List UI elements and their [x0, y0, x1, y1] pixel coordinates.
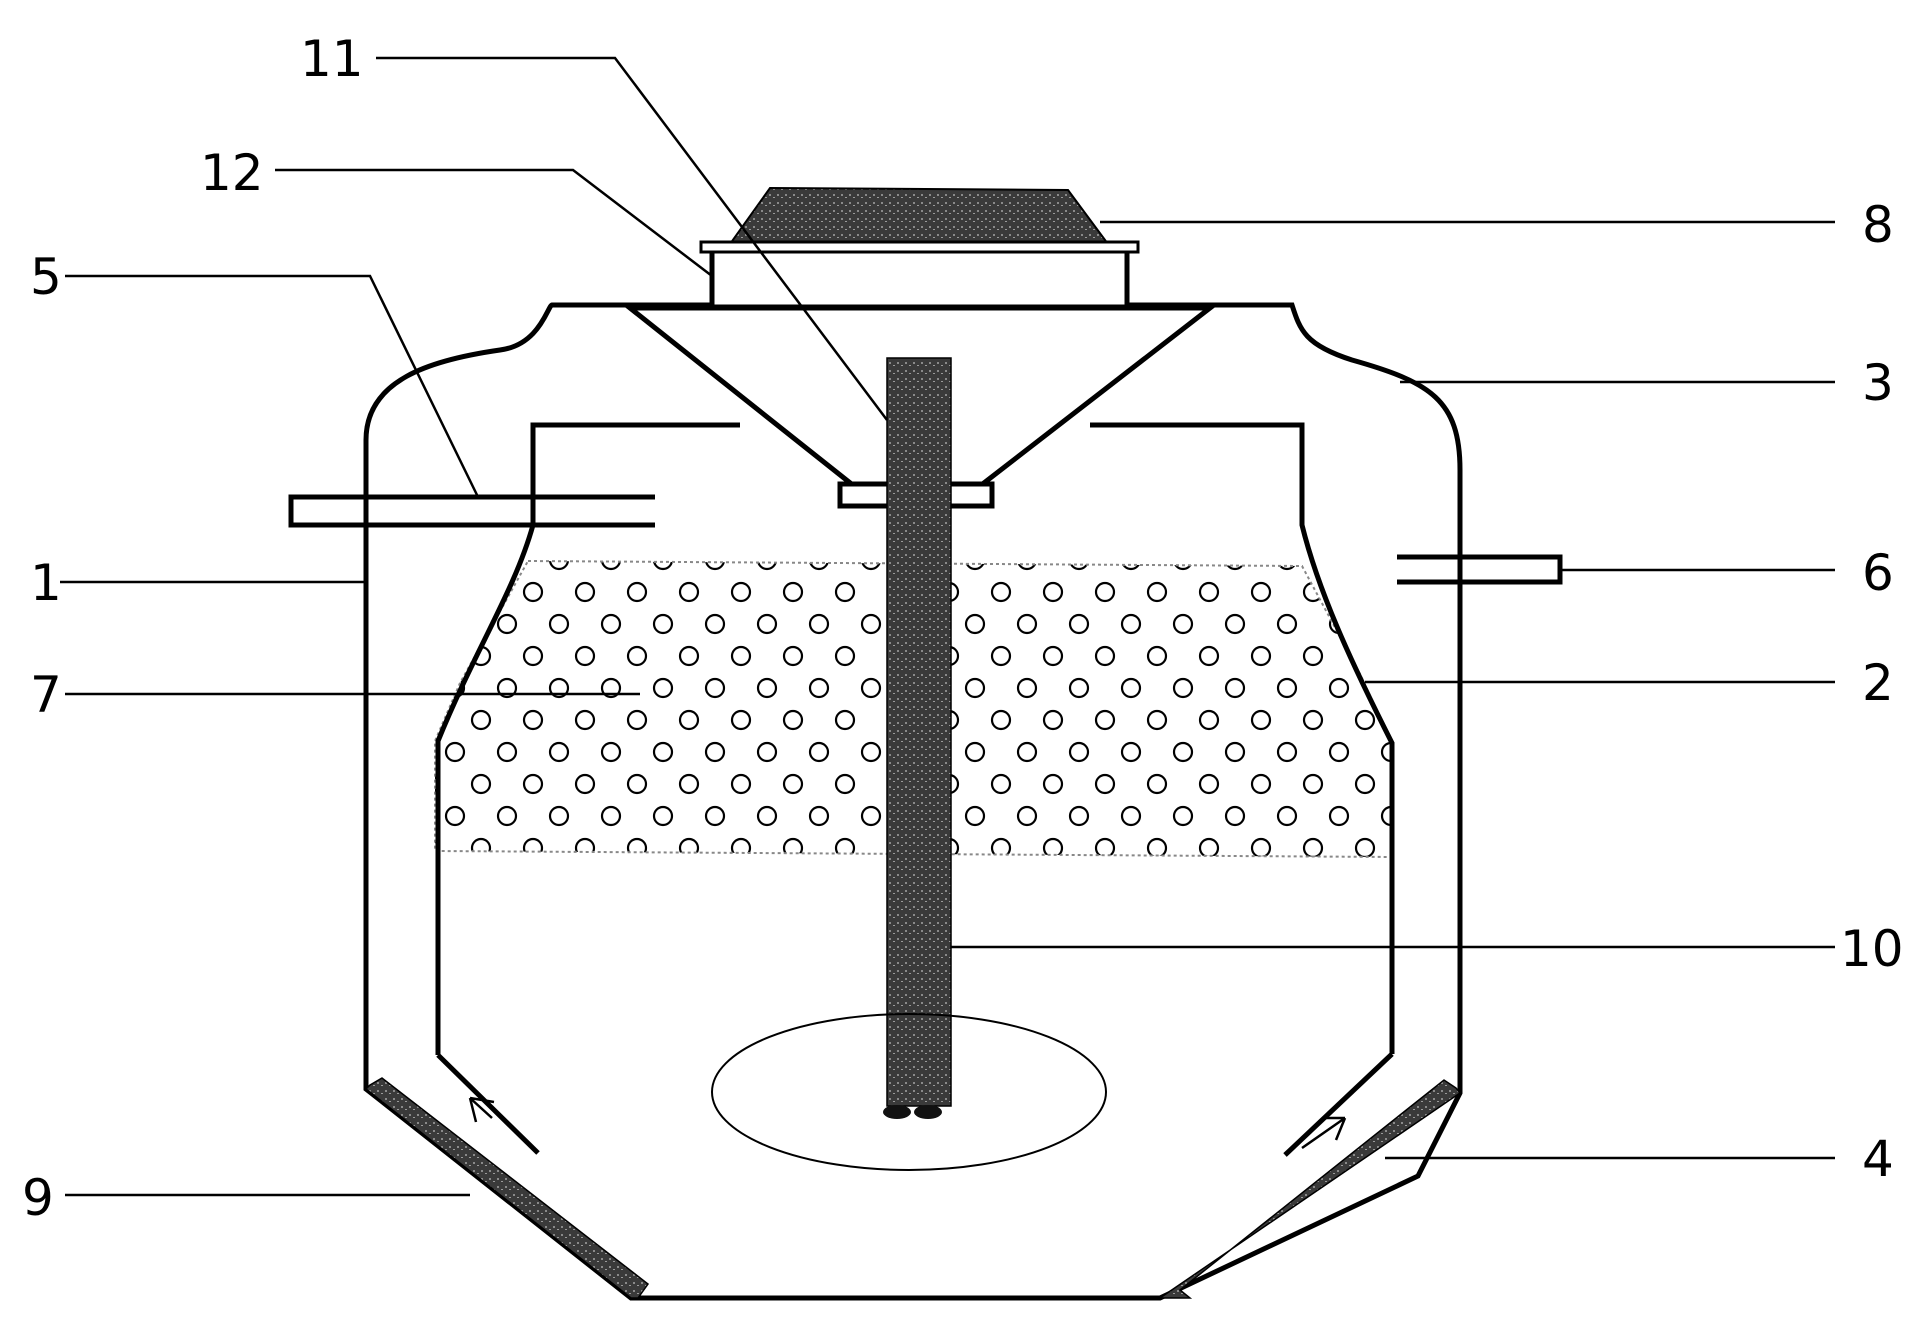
label-12: 12 [200, 144, 264, 202]
leader-11 [376, 56, 888, 421]
outer-shell [363, 302, 1463, 1301]
leader-5 [65, 274, 480, 498]
label-3: 3 [1862, 354, 1894, 412]
heating-jacket-left [364, 1077, 650, 1299]
label-8: 8 [1862, 196, 1894, 254]
label-10: 10 [1840, 920, 1904, 978]
label-5: 5 [30, 248, 62, 306]
cover-box [709, 248, 1130, 310]
outlet-pipe [1397, 554, 1563, 585]
label-4: 4 [1862, 1130, 1894, 1188]
label-6: 6 [1862, 544, 1894, 602]
inner-guide-right [1283, 1052, 1394, 1157]
heating-jacket-right [1157, 1079, 1462, 1299]
cover-cap-rim [699, 240, 1140, 254]
impeller-disc [711, 1013, 1107, 1171]
flow-arrow-right [1301, 1116, 1347, 1150]
impeller-blade-left [883, 1105, 911, 1119]
leader-12 [275, 168, 713, 277]
inlet-pipe [288, 494, 655, 528]
inner-cylinder [435, 422, 1395, 1055]
label-1: 1 [30, 554, 62, 612]
stirring-shaft [886, 357, 952, 1107]
label-9: 9 [22, 1169, 54, 1227]
flow-arrow-left [468, 1096, 495, 1123]
impeller-blade-right [914, 1105, 942, 1119]
label-7: 7 [30, 666, 62, 724]
label-2: 2 [1862, 654, 1894, 712]
inner-guide-left [436, 1053, 540, 1155]
cover-cap [728, 186, 1110, 245]
label-11: 11 [300, 30, 364, 88]
